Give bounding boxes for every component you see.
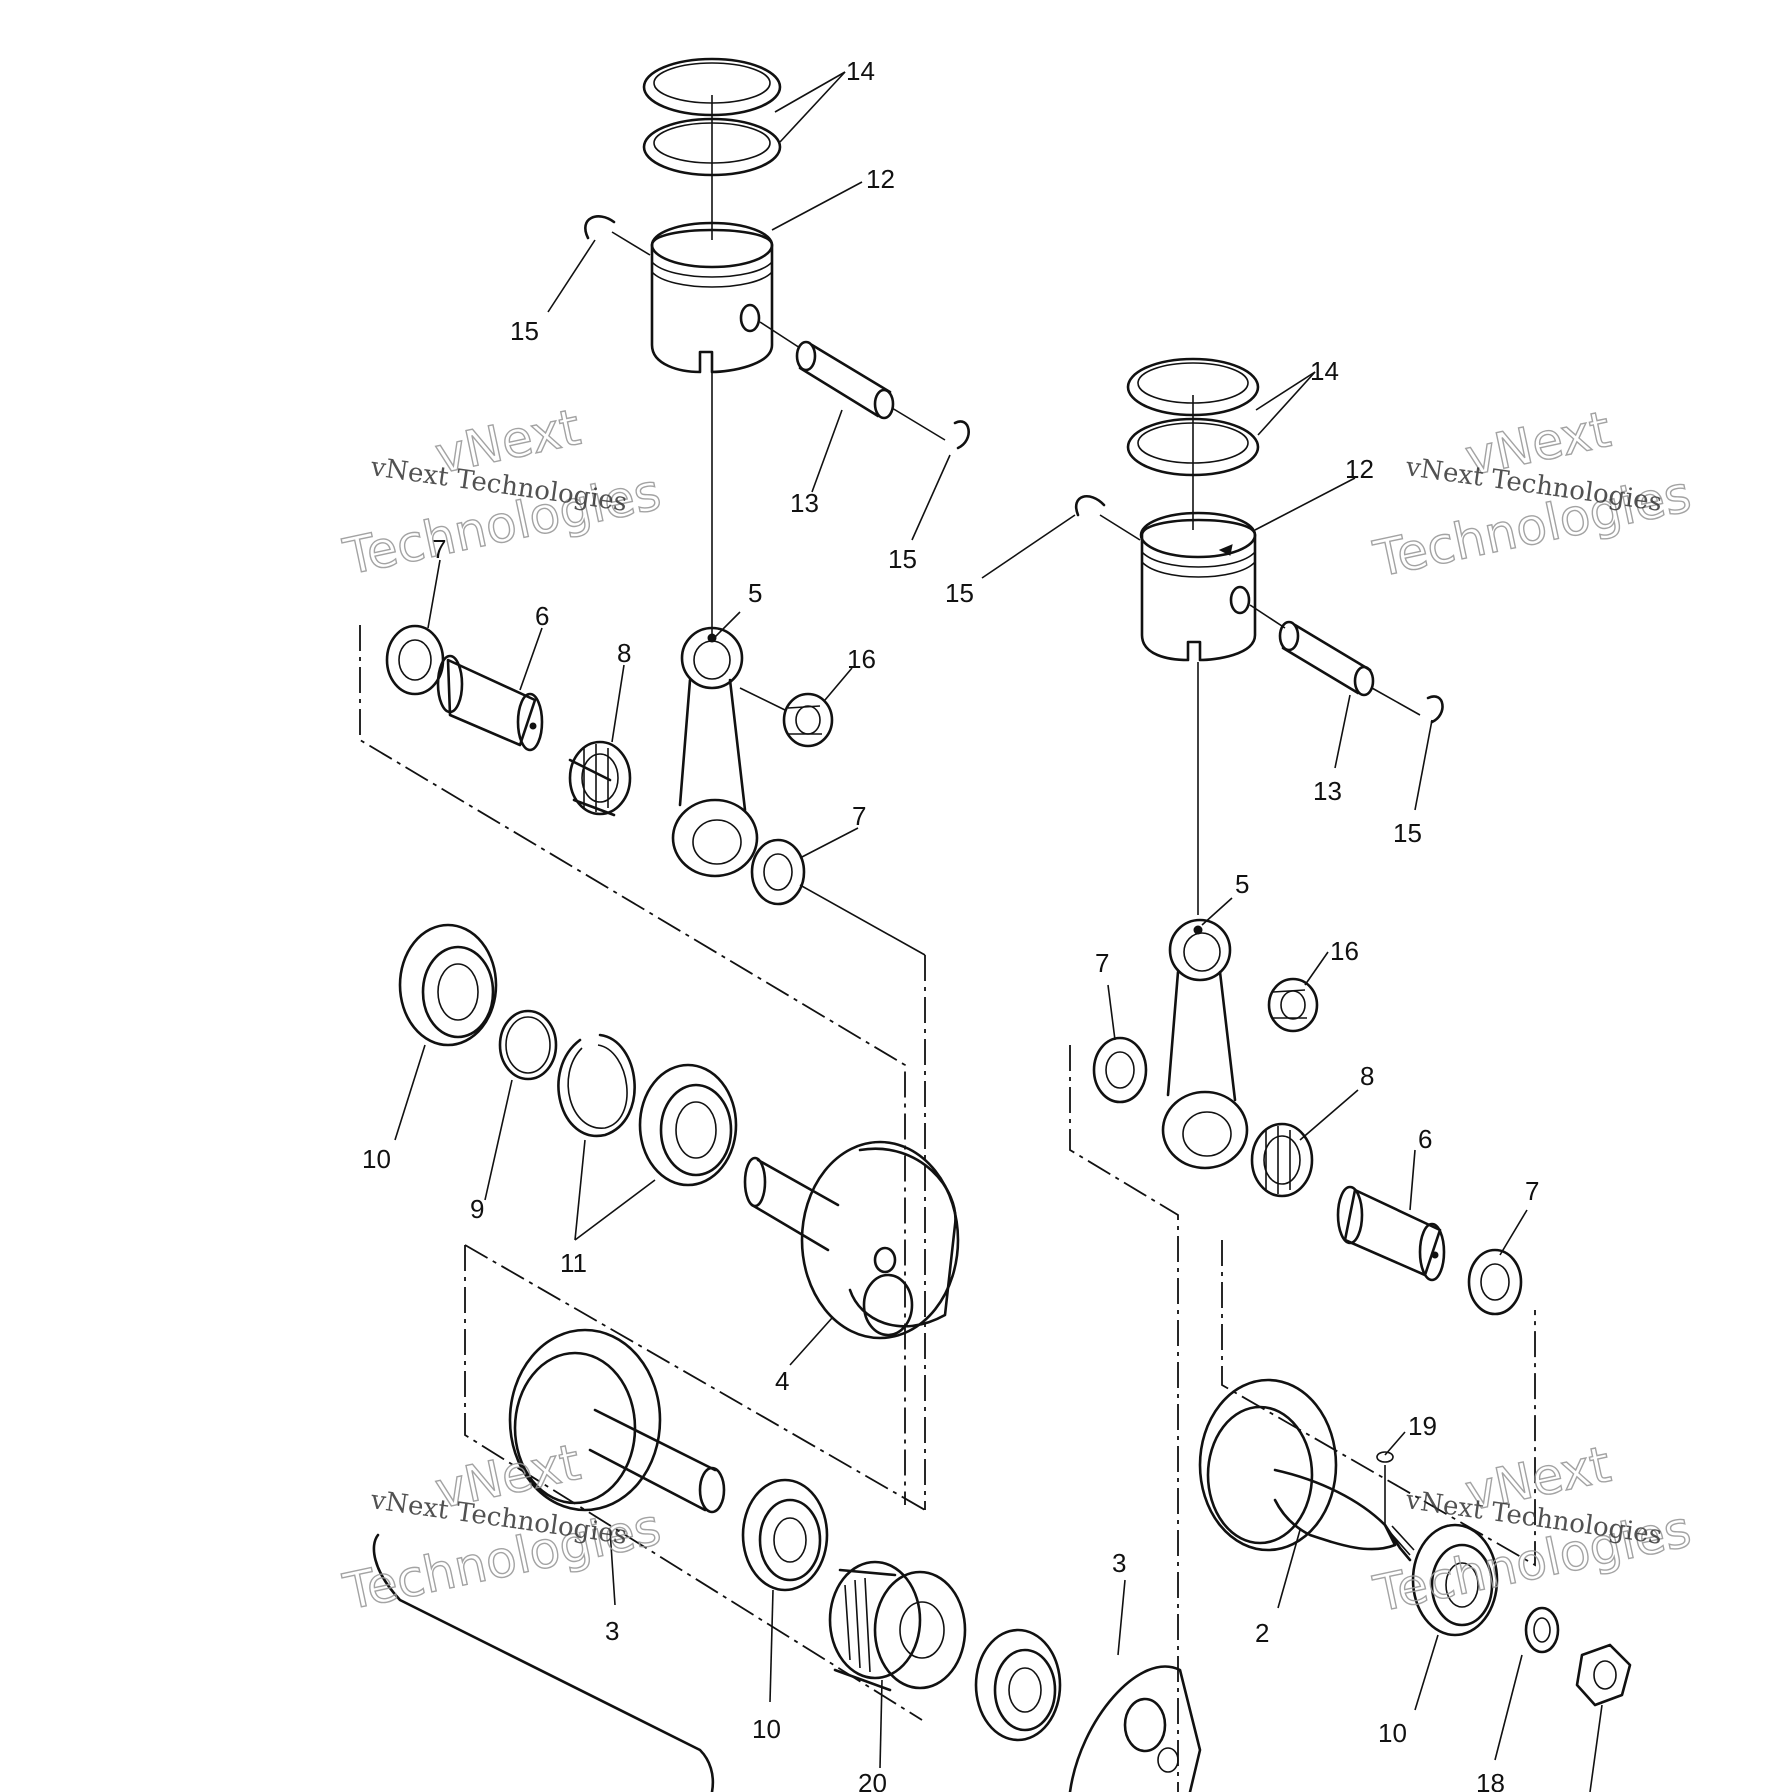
crank-seal bbox=[828, 1560, 967, 1692]
callout-thrust-washer-left-b: 7 bbox=[852, 801, 866, 831]
right-connecting-rod bbox=[1161, 918, 1249, 1170]
right-piston-rings bbox=[1126, 357, 1260, 530]
bottom-left-bearing bbox=[741, 1478, 829, 1592]
left-snap-ring-large bbox=[557, 1033, 636, 1138]
left-needle-bearing-big-end bbox=[568, 740, 632, 817]
left-piston-rings bbox=[642, 57, 782, 240]
callout-crank-pin-left: 6 bbox=[535, 601, 549, 631]
callout-thrust-washer-left-a: 7 bbox=[432, 534, 446, 564]
callout-small-end-bearing-left: 16 bbox=[847, 644, 876, 674]
callout-lock-washer: 18 bbox=[1476, 1768, 1505, 1792]
callout-snap-ring-left: 9 bbox=[470, 1194, 484, 1224]
callout-main-bearing-left-outer: 10 bbox=[362, 1144, 391, 1174]
left-crank-pin bbox=[436, 654, 544, 752]
left-main-bearing-outer bbox=[398, 923, 498, 1047]
callout-circlip-left-b: 15 bbox=[888, 544, 917, 574]
callout-circlip-left-a: 15 bbox=[510, 316, 539, 346]
callout-crank-half-bottom-center: 3 bbox=[1112, 1548, 1126, 1578]
right-thrust-washer-upper bbox=[1092, 1036, 1148, 1104]
left-piston-pin bbox=[759, 321, 946, 441]
callout-crank-pin-right: 6 bbox=[1418, 1124, 1432, 1154]
callout-main-bearing-right: 10 bbox=[1378, 1718, 1407, 1748]
right-lock-washer bbox=[1524, 1606, 1560, 1654]
left-circlip-pair bbox=[584, 215, 970, 450]
leader-lines bbox=[394, 71, 1603, 1792]
right-needle-bearing-big-end bbox=[1250, 1122, 1314, 1198]
left-connecting-rod bbox=[671, 626, 759, 878]
callout-needle-bearing-left: 8 bbox=[617, 638, 631, 668]
right-crank-half bbox=[1198, 1378, 1415, 1562]
right-piston bbox=[1139, 511, 1257, 662]
left-crank-half bbox=[743, 1140, 960, 1340]
callout-connecting-rod-left: 5 bbox=[748, 578, 762, 608]
drive-cable bbox=[372, 1533, 715, 1792]
callout-woodruff-key: 19 bbox=[1408, 1411, 1437, 1441]
callout-piston-left: 12 bbox=[866, 164, 895, 194]
right-group-bracket-inner bbox=[1221, 1240, 1536, 1567]
left-snap-ring-small bbox=[498, 1009, 558, 1081]
left-piston bbox=[650, 221, 774, 374]
bottom-center-bearing bbox=[974, 1628, 1062, 1742]
left-main-bearing-inner bbox=[638, 1063, 738, 1187]
right-circlip-pair bbox=[1074, 495, 1444, 724]
callout-piston-rings-left: 14 bbox=[846, 56, 875, 86]
callout-piston-rings-right: 14 bbox=[1310, 356, 1339, 386]
callout-piston-right: 12 bbox=[1345, 454, 1374, 484]
left-needle-bearing-small-end bbox=[782, 692, 834, 748]
callout-numbers: 14 12 15 13 15 7 6 8 5 16 7 14 12 15 13 … bbox=[362, 56, 1539, 1792]
callout-connecting-rod-right: 5 bbox=[1235, 869, 1249, 899]
lower-left-bracket bbox=[464, 1245, 923, 1721]
callout-bearing-bottom-left: 10 bbox=[752, 1714, 781, 1744]
callout-crank-half-bottom-left: 3 bbox=[605, 1616, 619, 1646]
callout-piston-pin-left: 13 bbox=[790, 488, 819, 518]
callout-thrust-washer-right-b: 7 bbox=[1525, 1176, 1539, 1206]
right-thrust-washer-lower bbox=[1467, 1248, 1523, 1316]
bottom-center-crank-half bbox=[1068, 1665, 1202, 1792]
callout-snap-ring-pair: 11 bbox=[560, 1248, 587, 1278]
callout-piston-pin-right: 13 bbox=[1313, 776, 1342, 806]
callout-crank-half-left: 4 bbox=[775, 1366, 789, 1396]
callout-small-end-bearing-right: 16 bbox=[1330, 936, 1359, 966]
callout-thrust-washer-right-a: 7 bbox=[1095, 948, 1109, 978]
lower-left-bracket-diagonal bbox=[464, 1244, 926, 1511]
right-piston-pin bbox=[1249, 604, 1421, 716]
callout-circlip-right-b: 15 bbox=[1393, 818, 1422, 848]
callout-crank-half-right: 2 bbox=[1255, 1618, 1269, 1648]
right-crank-nut bbox=[1575, 1643, 1632, 1707]
left-thrust-washer-upper bbox=[385, 624, 445, 696]
callout-circlip-right-a: 15 bbox=[945, 578, 974, 608]
right-needle-bearing-small-end bbox=[1267, 977, 1319, 1033]
right-main-bearing bbox=[1411, 1523, 1499, 1637]
left-thrust-washer-lower bbox=[750, 838, 806, 906]
right-group-bracket-outer bbox=[1069, 1045, 1179, 1792]
callout-needle-bearing-right: 8 bbox=[1360, 1061, 1374, 1091]
callout-crank-seal: 20 bbox=[858, 1768, 887, 1792]
bottom-left-crank-half bbox=[508, 1328, 726, 1514]
right-crank-pin bbox=[1336, 1185, 1446, 1282]
